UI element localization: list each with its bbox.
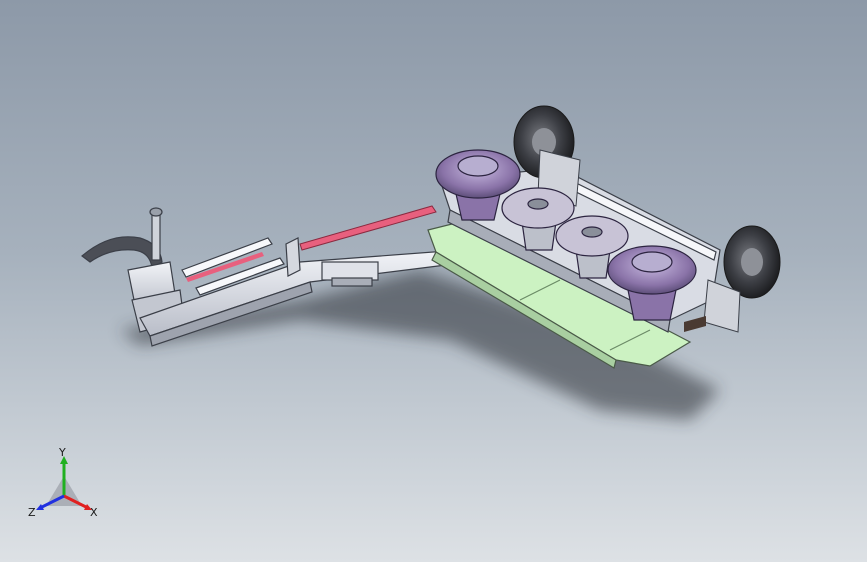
x-axis-label: X [90,506,98,519]
y-axis-label: Y [58,446,66,459]
z-axis-label: Z [28,506,36,519]
drive-shaft-rod[interactable] [299,205,437,251]
tongue-beam[interactable] [139,237,472,347]
hitch-hook [81,236,163,269]
pink-rod-small [186,252,264,282]
tongue-clamp [321,261,379,281]
z-axis-line [39,494,65,510]
x-axis-line [63,494,89,510]
front-wheel[interactable] [684,225,781,333]
coordinate-triad[interactable]: Y X Z [24,446,104,526]
jack-post [151,211,161,261]
cutting-disc-2[interactable] [501,187,575,251]
jack-handle-icon [149,207,163,217]
cutting-disc-3[interactable] [555,215,629,279]
cutting-disc-4[interactable] [607,245,697,321]
cutting-disc-1[interactable] [435,149,521,221]
ground-shadow [120,270,720,420]
